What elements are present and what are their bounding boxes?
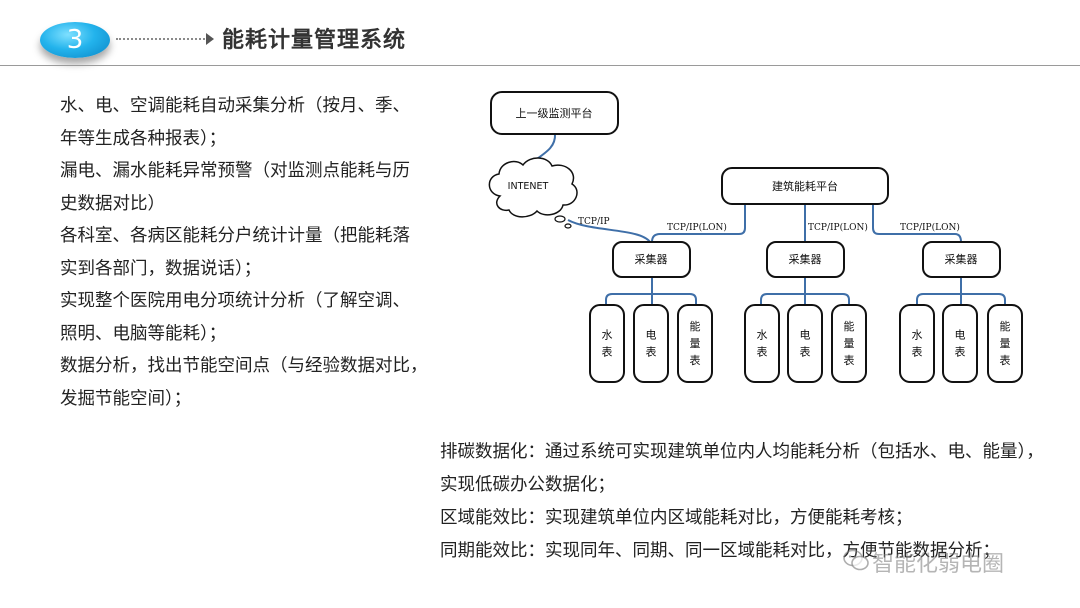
internet-label: INTENET [508,181,549,192]
water-meter-node-2 [744,304,780,383]
feature-line: 各科室、各病区能耗分户统计计量（把能耗落 [60,226,410,246]
electric-meter-node-3 [942,304,978,383]
watermark: 智能化弱电圈 [838,546,1004,578]
watermark-text: 智能化弱电圈 [872,552,1005,577]
arrow-right-icon [206,33,214,45]
feature-line: 照明、电脑等能耗）； [60,323,227,344]
link-platform-to-collector-1 [651,203,746,243]
water-meter-node-1 [589,304,625,383]
energy-meter-node-1 [677,304,713,383]
energy-meter-node-2 [831,304,867,383]
feature-line: 数据分析，找出节能空间点（与经验数据对比， [60,356,428,376]
feature-line: 实到各部门，数据说话）； [60,258,262,279]
benefit-line: 实现低碳办公数据化； [440,475,615,495]
electric-meter-node-1 [633,304,669,383]
building-platform-node [721,167,889,205]
collector-label-2: 采集器 [789,252,822,266]
meter-label-1-3: 能量表 [690,319,701,367]
wechat-icon [843,549,869,571]
water-meter-node-3 [899,304,935,383]
dotted-leader [116,38,208,40]
feature-line: 水、电、空调能耗自动采集分析（按月、季、 [60,96,410,116]
header: 3 能耗计量管理系统 [0,0,1080,70]
feature-list: 水、电、空调能耗自动采集分析（按月、季、 年等生成各种报表）； 漏电、漏水能耗异… [60,90,460,415]
feature-line: 实现整个医院用电分项统计分析（了解空调、 [60,291,410,311]
upper-platform-node [490,91,619,135]
link-platform-to-collector-3 [872,203,962,243]
meter-label-2-2: 电表 [800,329,811,359]
link-internet-to-collector-1 [567,219,651,243]
meter-label-2-3: 能量表 [844,319,855,367]
meter-label-3-2: 电表 [955,329,966,359]
link-label-internet: TCP/IP [578,217,610,227]
benefit-line: 排碳数据化：通过系统可实现建筑单位内人均能耗分析（包括水、电、能量）， [440,442,1044,462]
benefit-line: 区域能效比：实现建筑单位内区域能耗对比，方便能耗考核； [440,508,913,528]
feature-line: 漏电、漏水能耗异常预警（对监测点能耗与历 [60,161,410,181]
feature-line: 史数据对比） [60,193,165,214]
header-divider [0,65,1080,66]
meter-label-3-3: 能量表 [1000,319,1011,367]
feature-line: 发掘节能空间）； [60,388,192,409]
section-number-badge: 3 [40,22,110,58]
feature-line: 年等生成各种报表）； [60,128,227,149]
energy-meter-node-3 [987,304,1023,383]
collector-node-2 [766,241,845,278]
meter-label-3-1: 水表 [912,329,923,359]
page-title: 能耗计量管理系统 [222,28,407,53]
upper-platform-label: 上一级监测平台 [516,106,593,120]
collector-label-1: 采集器 [635,252,668,266]
internet-cloud-icon [488,157,578,229]
link-label-collector-1: TCP/IP(LON) [667,222,727,233]
electric-meter-node-2 [787,304,823,383]
building-platform-label: 建筑能耗平台 [772,179,838,193]
meter-labels: 水表 电表 能量表 水表 电表 能量表 水表 电表 能量表 [602,319,1011,367]
meter-label-1-1: 水表 [602,329,613,359]
collector-node-3 [922,241,1001,278]
link-label-collector-3: TCP/IP(LON) [900,222,960,233]
collector-label-3: 采集器 [945,252,978,266]
link-label-collector-2: TCP/IP(LON) [808,222,868,233]
meter-label-2-1: 水表 [757,329,768,359]
collector-node-1 [612,241,691,278]
meter-label-1-2: 电表 [646,329,657,359]
